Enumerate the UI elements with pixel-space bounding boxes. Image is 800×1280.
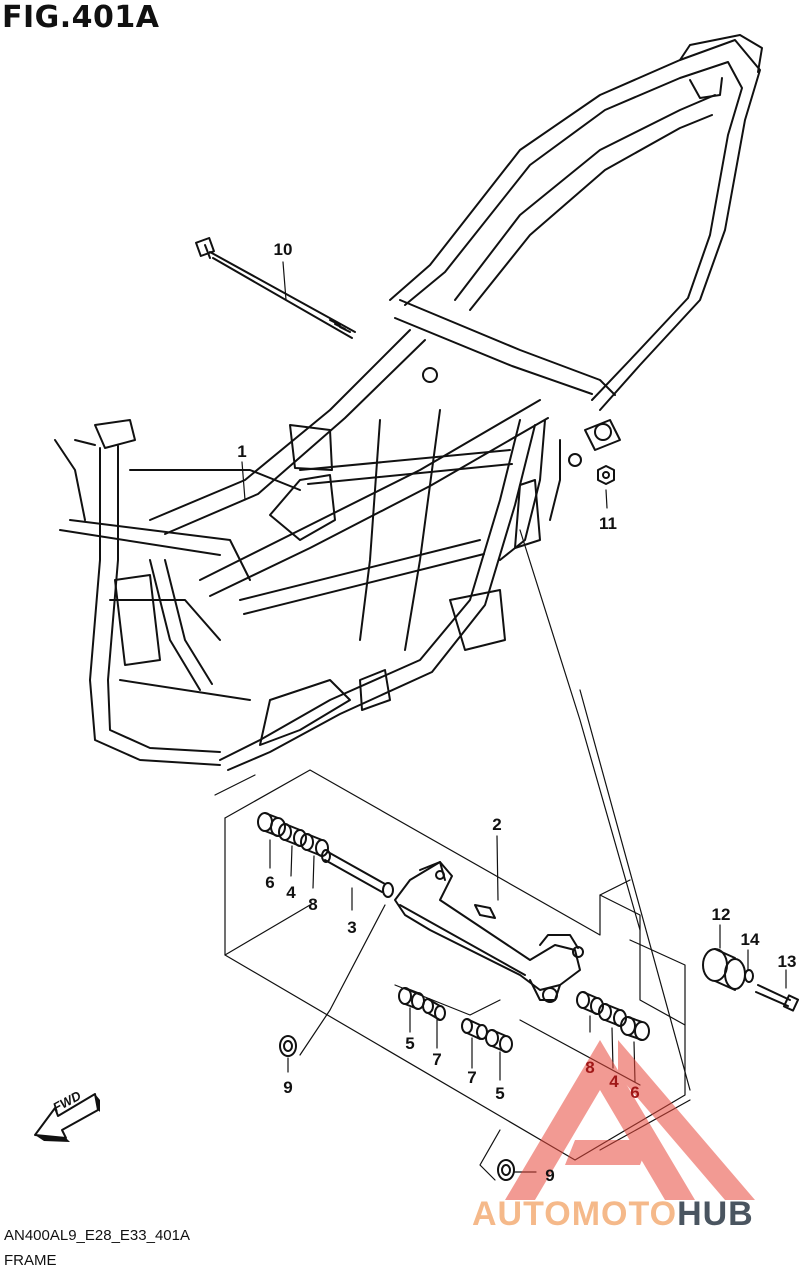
drawing-name: FRAME (4, 1252, 57, 1269)
callout-5-right: 5 (495, 1084, 505, 1103)
collar-7-center (422, 998, 446, 1021)
washer-14 (744, 969, 754, 983)
damper-12 (702, 948, 746, 991)
fwd-arrow-icon (34, 1093, 100, 1142)
callout-6-right: 6 (630, 1083, 640, 1102)
callout-9-left: 9 (283, 1078, 293, 1097)
watermark-logo-icon (505, 1040, 755, 1200)
callout-7-center: 7 (432, 1050, 442, 1069)
figure-title: FIG.401A (2, 0, 160, 35)
callout-12: 12 (711, 905, 731, 924)
callout-3: 3 (347, 918, 357, 937)
callout-6-left: 6 (265, 873, 275, 892)
bushing-5-center (398, 987, 425, 1010)
callout-10: 10 (273, 240, 293, 259)
callout-8-right: 8 (585, 1058, 595, 1077)
callout-4-left: 4 (286, 883, 296, 902)
callout-11: 11 (599, 514, 617, 533)
callout-8-left: 8 (308, 895, 318, 914)
pivot-shaft-3 (321, 849, 394, 898)
callout-7-right: 7 (467, 1068, 477, 1087)
watermark-part-b: HUB (677, 1195, 754, 1233)
collar-8-right (576, 991, 604, 1015)
callout-5-center: 5 (405, 1034, 415, 1053)
nut-11 (597, 465, 615, 485)
bushing-6-left (257, 812, 286, 837)
washer-9-right (497, 1159, 515, 1181)
bushing-4-left (278, 823, 307, 847)
bolt-13 (755, 984, 800, 1012)
callout-4-right: 4 (609, 1072, 619, 1091)
drawing-code: AN400AL9_E28_E33_401A (4, 1227, 190, 1244)
long-bolt-10 (195, 237, 356, 339)
callout-9-right: 9 (545, 1166, 555, 1185)
collar-7-right (461, 1018, 488, 1040)
main-frame (54, 34, 763, 771)
engine-mount-bracket (394, 861, 584, 1003)
callout-1: 1 (237, 442, 247, 461)
bushing-5-right (485, 1029, 513, 1053)
callout-14: 14 (740, 930, 760, 949)
watermark-text: AUTOMOTOHUB (472, 1195, 754, 1234)
watermark-part-a: AUTOMOTO (472, 1195, 678, 1233)
callout-13: 13 (777, 952, 797, 971)
callout-2: 2 (492, 815, 502, 834)
washer-9-left (279, 1035, 297, 1057)
bushing-6-right (620, 1016, 650, 1041)
